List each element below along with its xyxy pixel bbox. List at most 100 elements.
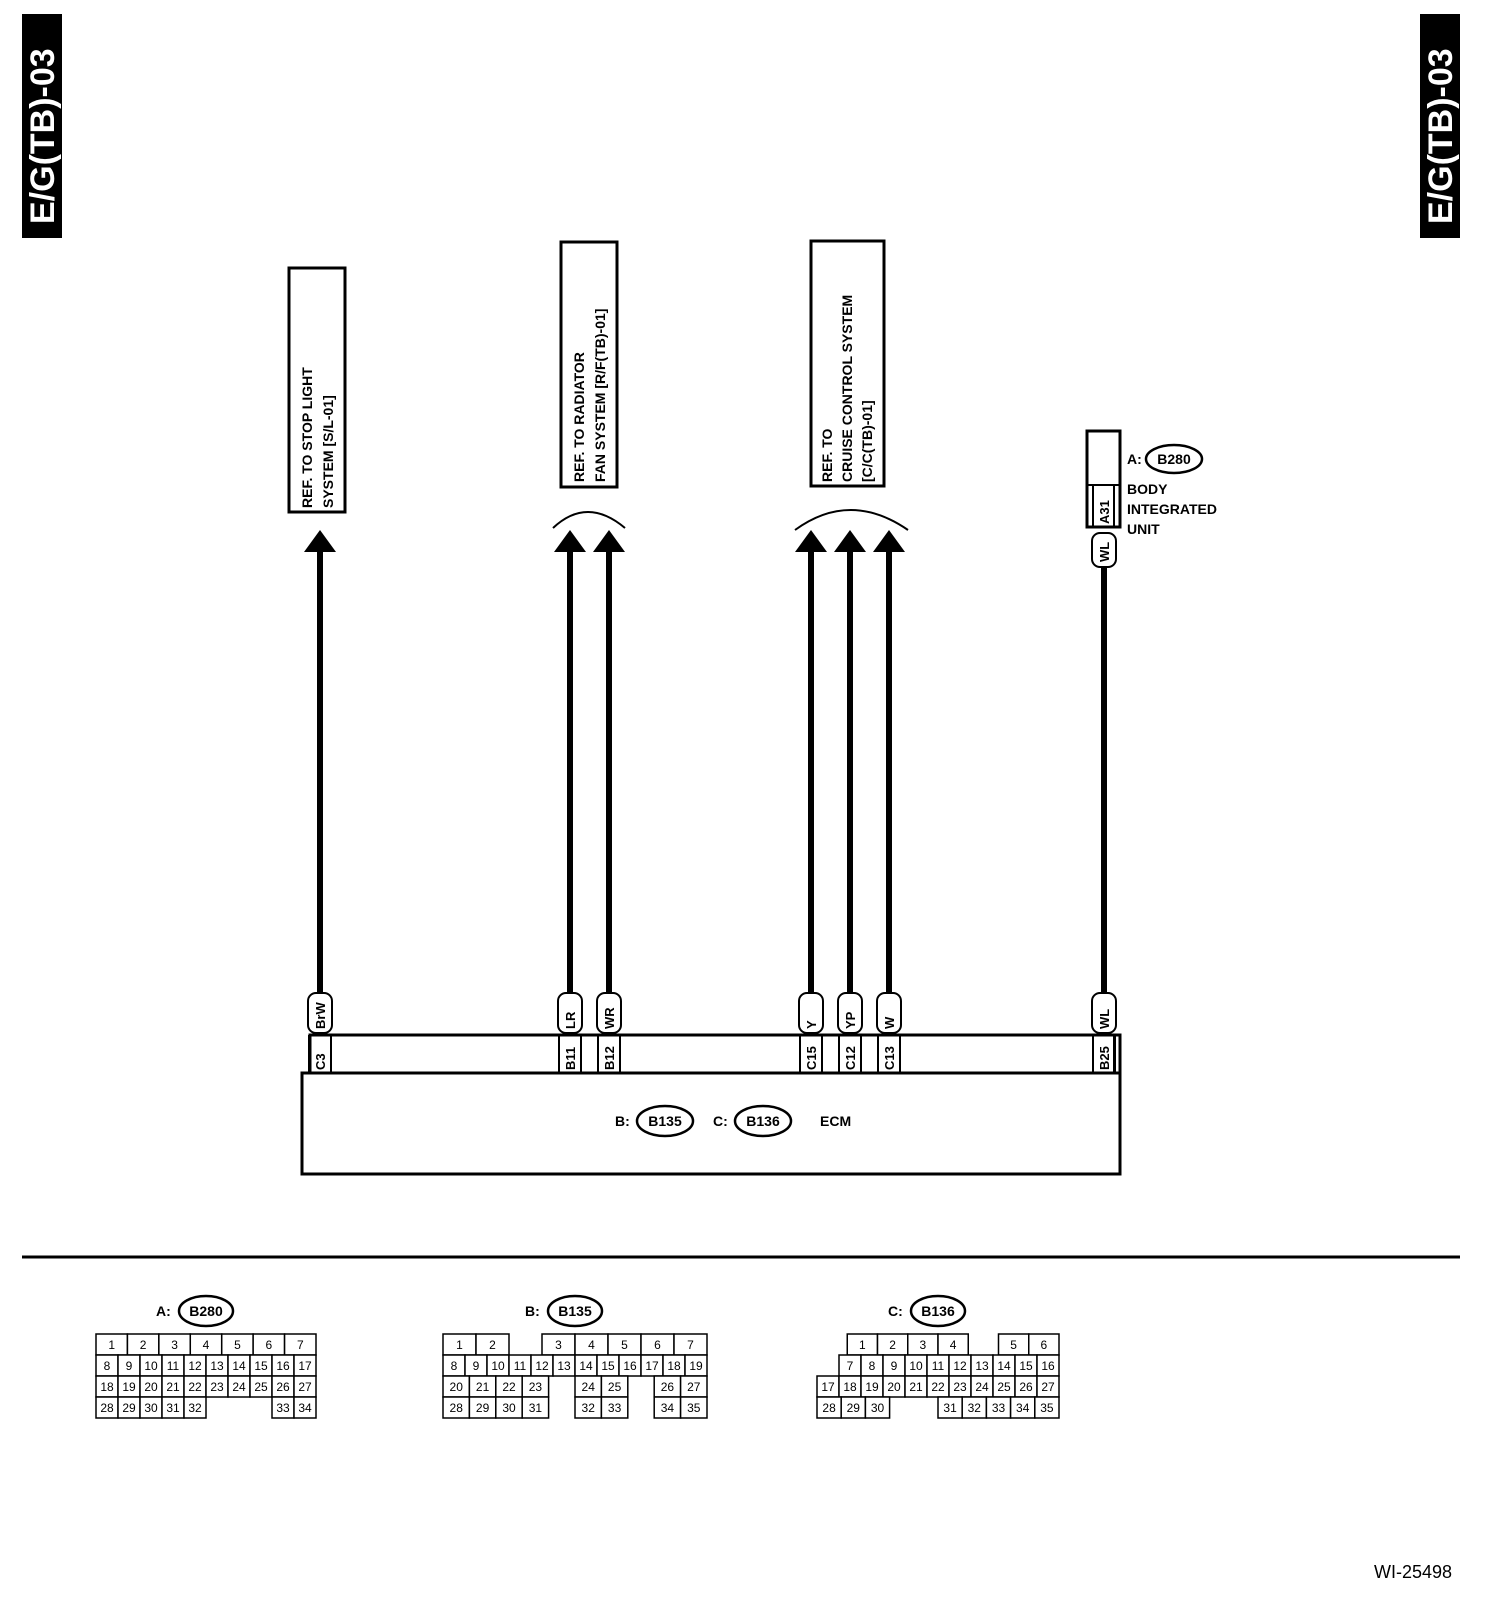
pin-cell: 29 bbox=[122, 1401, 136, 1415]
wire-color-3: Y bbox=[804, 1020, 819, 1029]
pin-cell: 18 bbox=[667, 1359, 681, 1373]
pin-cell: 3 bbox=[171, 1338, 178, 1352]
pin-cell: 16 bbox=[623, 1359, 637, 1373]
pin-cell: 15 bbox=[1019, 1359, 1033, 1373]
ref-cruise-line2: CRUISE CONTROL SYSTEM bbox=[839, 295, 855, 482]
pin-cell: 1 bbox=[859, 1338, 866, 1352]
figure-id: WI-25498 bbox=[1374, 1562, 1452, 1582]
pin-cell: 31 bbox=[529, 1401, 543, 1415]
ref-stop-light-box: REF. TO STOP LIGHT SYSTEM [S/L-01] bbox=[287, 266, 347, 514]
pin-cell: 19 bbox=[865, 1380, 879, 1394]
pin-cell: 22 bbox=[188, 1380, 202, 1394]
ref-radiator-line1: REF. TO RADIATOR bbox=[571, 352, 587, 482]
wire-lr bbox=[554, 530, 586, 995]
ref-radiator-box: REF. TO RADIATOR FAN SYSTEM [R/F(TB)-01] bbox=[559, 240, 619, 489]
wire-color-5: W bbox=[882, 1016, 897, 1029]
pin-cell: 32 bbox=[582, 1401, 596, 1415]
wire-wr bbox=[593, 530, 625, 995]
pin-cell: 22 bbox=[931, 1380, 945, 1394]
pin-cell: 34 bbox=[661, 1401, 675, 1415]
pin-cell: 16 bbox=[1041, 1359, 1055, 1373]
connector-face-name: B136 bbox=[921, 1303, 955, 1319]
pin-cell: 32 bbox=[188, 1401, 202, 1415]
pin-cell: 33 bbox=[276, 1401, 290, 1415]
pin-cell: 35 bbox=[1040, 1401, 1054, 1415]
pin-cell: 19 bbox=[689, 1359, 703, 1373]
connector-face-prefix: A: bbox=[156, 1303, 171, 1319]
pin-cell: 26 bbox=[661, 1380, 675, 1394]
pin-cell: 4 bbox=[203, 1338, 210, 1352]
pin-cell: 28 bbox=[100, 1401, 114, 1415]
wire-brw bbox=[304, 530, 336, 995]
pin-cell: 2 bbox=[889, 1338, 896, 1352]
ref-cruise-line1: REF. TO bbox=[819, 428, 835, 482]
section-tab-left-text: E/G(TB)-03 bbox=[24, 48, 62, 224]
pin-cell: 17 bbox=[645, 1359, 659, 1373]
wire-tag-6: WL B25 bbox=[1091, 992, 1117, 1073]
pin-cell: 14 bbox=[997, 1359, 1011, 1373]
body-unit-name-1: BODY bbox=[1127, 481, 1168, 497]
ecm-conn-c-oval bbox=[733, 1104, 793, 1138]
ref-cruise-box: REF. TO CRUISE CONTROL SYSTEM [C/C(TB)-0… bbox=[809, 239, 886, 488]
pin-cell: 2 bbox=[489, 1338, 496, 1352]
pin-cell: 21 bbox=[909, 1380, 923, 1394]
connector-face-prefix: C: bbox=[888, 1303, 903, 1319]
pin-cell: 14 bbox=[579, 1359, 593, 1373]
wire-y bbox=[795, 530, 827, 995]
pin-cell: 7 bbox=[297, 1338, 304, 1352]
pin-cell: 21 bbox=[166, 1380, 180, 1394]
wire-color-1: LR bbox=[563, 1011, 578, 1029]
pin-cell: 5 bbox=[621, 1338, 628, 1352]
pin-cell: 31 bbox=[943, 1401, 957, 1415]
pin-cell: 18 bbox=[100, 1380, 114, 1394]
pin-cell: 17 bbox=[821, 1380, 835, 1394]
connector-face-name: B135 bbox=[558, 1303, 592, 1319]
pin-cell: 23 bbox=[953, 1380, 967, 1394]
ecm-conn-c: B136 bbox=[746, 1113, 780, 1129]
pin-cell: 14 bbox=[232, 1359, 246, 1373]
pin-cell: 13 bbox=[210, 1359, 224, 1373]
pin-cell: 26 bbox=[1019, 1380, 1033, 1394]
pin-cell: 3 bbox=[920, 1338, 927, 1352]
pin-cell: 13 bbox=[975, 1359, 989, 1373]
body-unit-name-3: UNIT bbox=[1127, 521, 1160, 537]
pin-cell: 3 bbox=[555, 1338, 562, 1352]
pin-cell: 12 bbox=[953, 1359, 967, 1373]
wire-tag-3: Y C15 bbox=[798, 992, 824, 1073]
pin-cell: 30 bbox=[144, 1401, 158, 1415]
pin-cell: 27 bbox=[298, 1380, 312, 1394]
pin-cell: 8 bbox=[451, 1359, 458, 1373]
pin-cell: 11 bbox=[167, 1359, 180, 1373]
ecm-pin-3: C15 bbox=[804, 1046, 819, 1070]
ecm-label: ECM bbox=[820, 1113, 851, 1129]
pin-cell: 15 bbox=[254, 1359, 268, 1373]
ecm-pin-0: C3 bbox=[313, 1053, 328, 1070]
ref-cruise-line3: [C/C(TB)-01] bbox=[859, 400, 875, 482]
body-integrated-unit: A31 WL A: B280 BODY INTEGRATED UNIT bbox=[1085, 429, 1217, 568]
pin-cell: 7 bbox=[687, 1338, 694, 1352]
pin-cell: 28 bbox=[822, 1401, 836, 1415]
pin-cell: 18 bbox=[843, 1380, 857, 1394]
body-unit-name-2: INTEGRATED bbox=[1127, 501, 1217, 517]
pin-cell: 34 bbox=[1016, 1401, 1030, 1415]
ecm-pin-6: B25 bbox=[1097, 1046, 1112, 1070]
pin-cell: 24 bbox=[975, 1380, 989, 1394]
pin-cell: 20 bbox=[887, 1380, 901, 1394]
pin-cell: 5 bbox=[234, 1338, 241, 1352]
ecm-pin-1: B11 bbox=[563, 1047, 578, 1070]
pin-cell: 35 bbox=[687, 1401, 701, 1415]
ref-radiator-line2: FAN SYSTEM [R/F(TB)-01] bbox=[592, 309, 608, 482]
pin-cell: 30 bbox=[502, 1401, 516, 1415]
connector-face-prefix: B: bbox=[525, 1303, 540, 1319]
ecm-block: B: B135 C: B136 ECM bbox=[300, 1033, 1122, 1176]
pin-cell: 10 bbox=[909, 1359, 923, 1373]
wire-color-6: WL bbox=[1097, 1009, 1112, 1029]
pin-cell: 10 bbox=[491, 1359, 505, 1373]
pin-cell: 4 bbox=[950, 1338, 957, 1352]
